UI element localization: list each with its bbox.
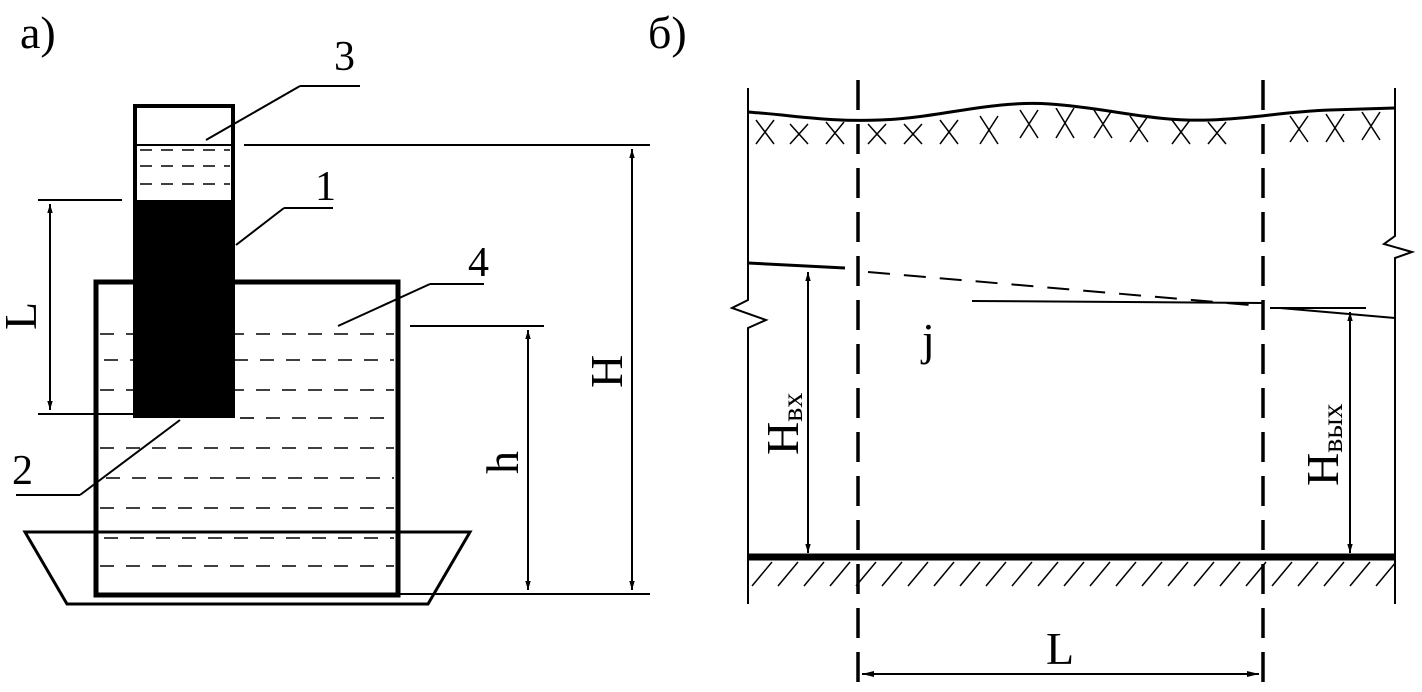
dim-H-label: H — [581, 355, 632, 388]
gradient-label-j: j — [920, 314, 935, 365]
right-boundary — [1381, 88, 1416, 604]
water-vessel — [93, 279, 401, 598]
dim-L-a: L — [0, 199, 134, 415]
dim-H-in-main: H — [757, 422, 808, 455]
column-water — [140, 149, 230, 185]
dim-H-a: H — [244, 144, 650, 595]
panel-a-label: а) — [20, 7, 56, 58]
tray — [22, 530, 473, 606]
vessel-water — [100, 333, 394, 567]
dim-H-in: Hвх — [757, 272, 811, 553]
surface-hatch — [755, 108, 1381, 145]
ground-surface — [747, 101, 1396, 122]
dim-h-label: h — [477, 451, 528, 474]
dim-L-b-label: L — [1046, 623, 1074, 674]
panel-b: б) j Hвх — [648, 7, 1416, 690]
soil-sample — [135, 200, 233, 416]
svg-text:Hвх: Hвх — [757, 393, 809, 455]
dim-L-label: L — [0, 302, 46, 330]
callout-3: 3 — [334, 34, 355, 80]
svg-text:Hвых: Hвых — [1297, 403, 1349, 486]
panel-a: а) — [0, 7, 650, 606]
base-hatch — [751, 561, 1395, 587]
dim-H-out: Hвых — [1270, 307, 1366, 553]
dim-H-out-main: H — [1297, 453, 1348, 486]
soil-column — [133, 104, 235, 418]
left-boundary — [729, 88, 769, 604]
dim-H-in-sub: вх — [776, 393, 809, 422]
callout-1: 1 — [315, 164, 336, 210]
panel-b-label: б) — [648, 7, 687, 58]
dim-H-out-sub: вых — [1316, 403, 1349, 452]
water-table — [747, 261, 1396, 319]
dim-L-b: L — [862, 623, 1259, 677]
dim-h-a: h — [410, 325, 544, 590]
callout-2: 2 — [12, 448, 33, 494]
callout-4: 4 — [468, 240, 489, 286]
